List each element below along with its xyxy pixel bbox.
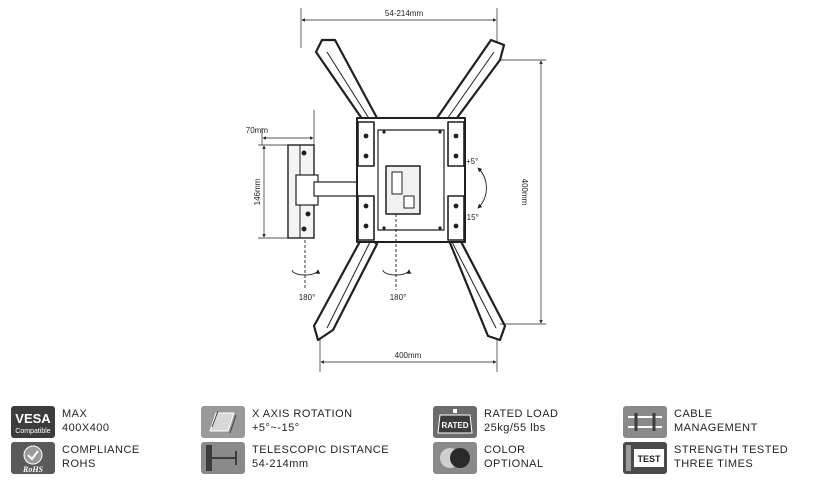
- plate-height-dimension: [258, 144, 288, 239]
- svg-text:RATED: RATED: [442, 421, 469, 430]
- tilt-down-label: -15°: [464, 213, 479, 222]
- rated-load-icon: RATED: [433, 406, 477, 438]
- plate-height-label: 146mm: [253, 178, 262, 205]
- tilt-indicator: [477, 167, 487, 209]
- color-optional-icon: [433, 442, 477, 474]
- rohs-icon: RoHS: [11, 442, 55, 474]
- top-width-dimension: [300, 8, 498, 48]
- mount-dimension-drawing: 54-214mm 70mm 146mm 180°: [246, 8, 546, 372]
- feature-x-axis-rotation-text: X AXIS ROTATION+5°~-15°: [252, 408, 353, 434]
- top-width-label: 54-214mm: [385, 9, 424, 18]
- swivel-left-indicator: [291, 240, 321, 290]
- depth-label: 70mm: [246, 126, 269, 135]
- vesa-height-label: 400mm: [520, 179, 529, 206]
- telescopic-distance-icon: [201, 442, 245, 474]
- swivel-right-indicator: [382, 214, 412, 290]
- vesa-height-dimension: [500, 59, 546, 325]
- feature-x-axis-rotation: X AXIS ROTATION+5°~-15°: [200, 405, 380, 439]
- vesa-bracket: [312, 38, 507, 342]
- swivel-left-label: 180°: [299, 293, 316, 302]
- depth-dimension: [261, 110, 315, 145]
- svg-text:Compatible: Compatible: [15, 428, 51, 435]
- svg-text:RoHS: RoHS: [22, 465, 44, 474]
- swivel-right-label: 180°: [390, 293, 407, 302]
- bracket-bolts: [363, 130, 459, 230]
- svg-text:TEST: TEST: [637, 454, 661, 464]
- vesa-width-label: 400mm: [395, 351, 422, 360]
- x-axis-rotation-icon: [201, 406, 245, 438]
- vesa-icon: VESA Compatible: [11, 406, 55, 438]
- tilt-up-label: +5°: [466, 157, 478, 166]
- svg-text:VESA: VESA: [15, 411, 51, 426]
- vesa-width-dimension: [319, 338, 498, 372]
- strength-test-icon: TEST: [623, 442, 667, 474]
- wall-plate-side-view: [287, 144, 361, 239]
- cable-management-icon: [623, 406, 667, 438]
